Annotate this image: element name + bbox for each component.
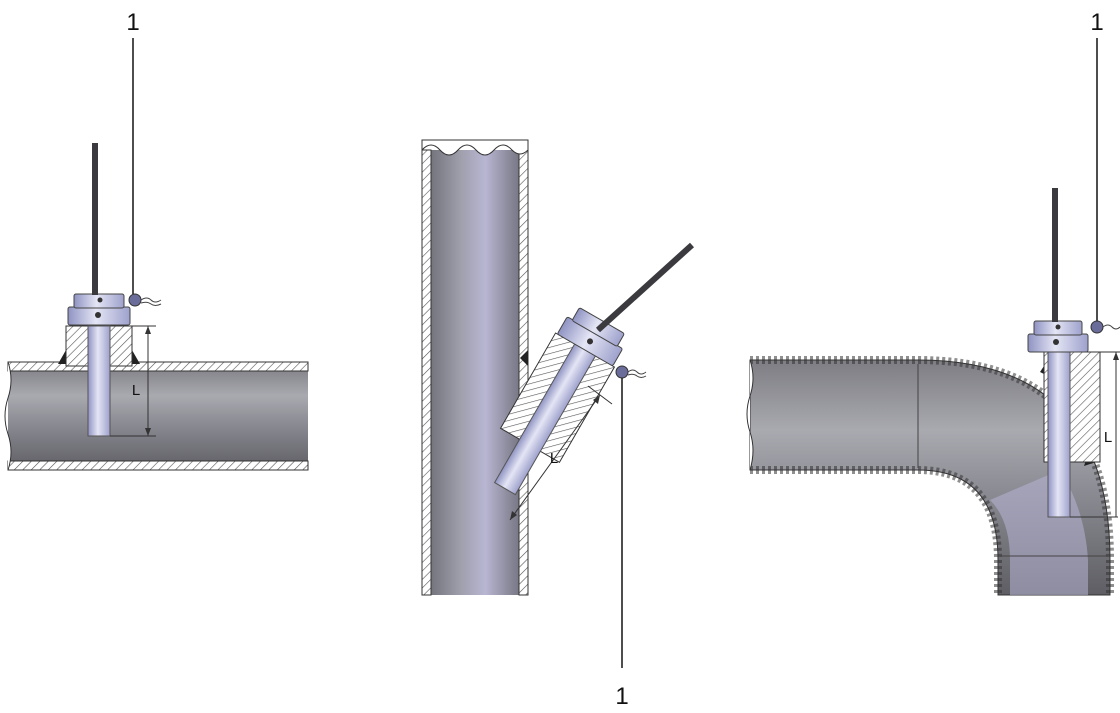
center-seal: [615, 365, 629, 379]
left-pipe: [8, 364, 308, 470]
left-callout-label: 1: [126, 9, 139, 36]
center-dimension-label: L: [550, 450, 558, 467]
left-pipe-wall-top: [7, 361, 309, 372]
right-seal: [1090, 320, 1104, 334]
center-pipe-wall-left: [421, 149, 432, 596]
left-seal: [128, 293, 142, 307]
left-pipe-wall-bottom: [7, 460, 309, 471]
center-dimension-line: [509, 394, 601, 521]
right-thermowell: [1047, 351, 1071, 518]
right-installation: [746, 38, 1120, 596]
left-pipe-break: [4, 361, 12, 471]
center-pipe: [424, 150, 526, 595]
right-callout-label: 1: [1090, 9, 1103, 36]
center-callout-label: 1: [615, 683, 628, 710]
center-sensor-rod: [595, 242, 695, 333]
center-pipe-wall-right: [518, 149, 529, 596]
right-dimension-label: L: [1104, 429, 1112, 446]
right-sensor-rod: [1052, 188, 1058, 322]
center-installation: [421, 139, 695, 668]
left-installation: [4, 38, 309, 471]
center-pipe-break: [421, 139, 529, 156]
left-thermowell: [87, 325, 111, 437]
left-dimension-label: L: [132, 382, 140, 399]
right-pipe-break: [746, 359, 754, 471]
left-sensor-rod: [92, 143, 98, 295]
